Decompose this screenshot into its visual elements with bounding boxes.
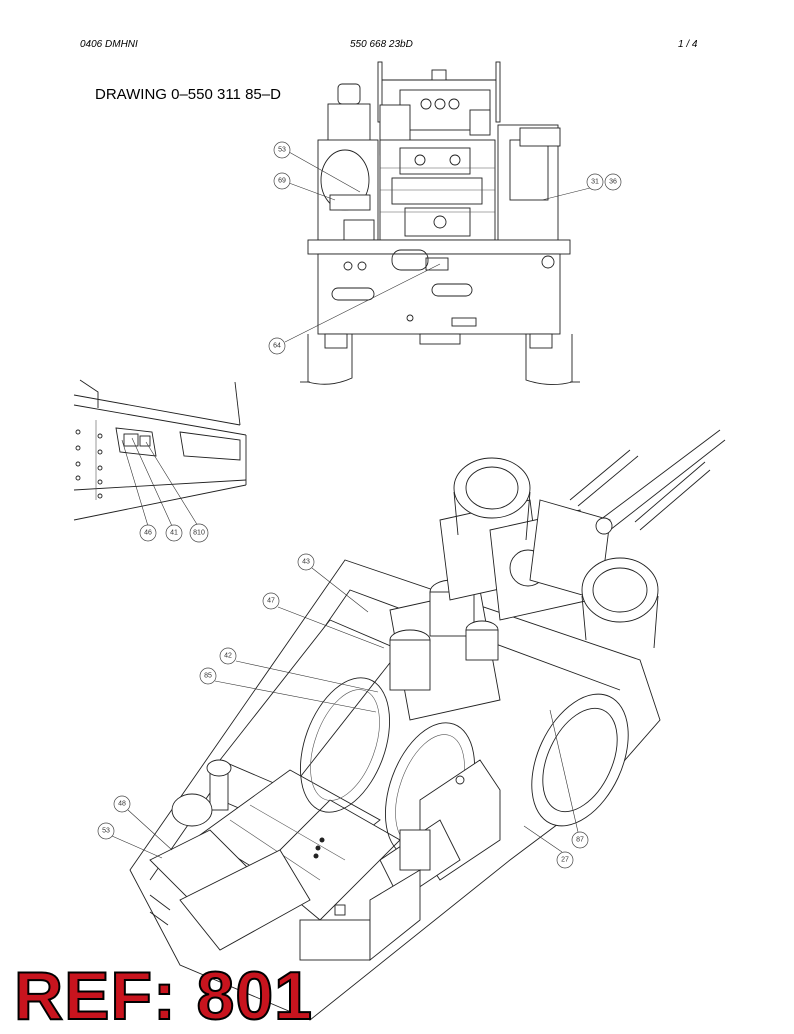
- header-doc-code: 0406 DMHNI: [80, 39, 138, 50]
- callout-top-69: 69: [273, 172, 291, 190]
- callout-detail-41: 41: [165, 524, 183, 542]
- svg-text:48: 48: [118, 801, 126, 808]
- top-view-machine: [300, 61, 580, 385]
- leader-lines: [111, 151, 591, 859]
- svg-text:31: 31: [591, 179, 599, 186]
- callout-iso-42: 42: [219, 647, 237, 665]
- iso-view-machine: [129, 429, 726, 1021]
- svg-text:47: 47: [267, 598, 275, 605]
- ref-label: REF: 801: [13, 958, 313, 1034]
- callout-top-36: 36: [604, 173, 622, 191]
- svg-text:810: 810: [193, 530, 205, 537]
- svg-text:46: 46: [144, 530, 152, 537]
- callout-top-64: 64: [268, 337, 286, 355]
- detail-view-frame: [73, 379, 247, 521]
- svg-text:36: 36: [609, 179, 617, 186]
- callout-detail-46: 46: [139, 524, 157, 542]
- svg-text:41: 41: [170, 530, 178, 537]
- callout-iso-48: 48: [113, 795, 131, 813]
- svg-text:53: 53: [278, 147, 286, 154]
- callout-top-31: 31: [586, 173, 604, 191]
- svg-text:64: 64: [273, 343, 281, 350]
- callout-iso-47: 47: [262, 592, 280, 610]
- header-page-number: 1 / 4: [678, 39, 698, 50]
- svg-text:87: 87: [576, 837, 584, 844]
- svg-text:42: 42: [224, 653, 232, 660]
- svg-text:69: 69: [278, 178, 286, 185]
- callout-top-53: 53: [273, 141, 291, 159]
- svg-text:27: 27: [561, 857, 569, 864]
- svg-text:53: 53: [102, 828, 110, 835]
- callout-iso-27: 27: [556, 851, 574, 869]
- drawing-title: DRAWING 0–550 311 85–D: [95, 86, 281, 103]
- callout-detail-810: 810: [189, 523, 209, 543]
- callout-iso-85: 85: [199, 667, 217, 685]
- header-part-number: 550 668 23bD: [350, 39, 413, 50]
- callout-iso-43: 43: [297, 553, 315, 571]
- callout-iso-53: 53: [97, 822, 115, 840]
- callout-iso-87: 87: [571, 831, 589, 849]
- svg-text:85: 85: [204, 673, 212, 680]
- svg-text:43: 43: [302, 559, 310, 566]
